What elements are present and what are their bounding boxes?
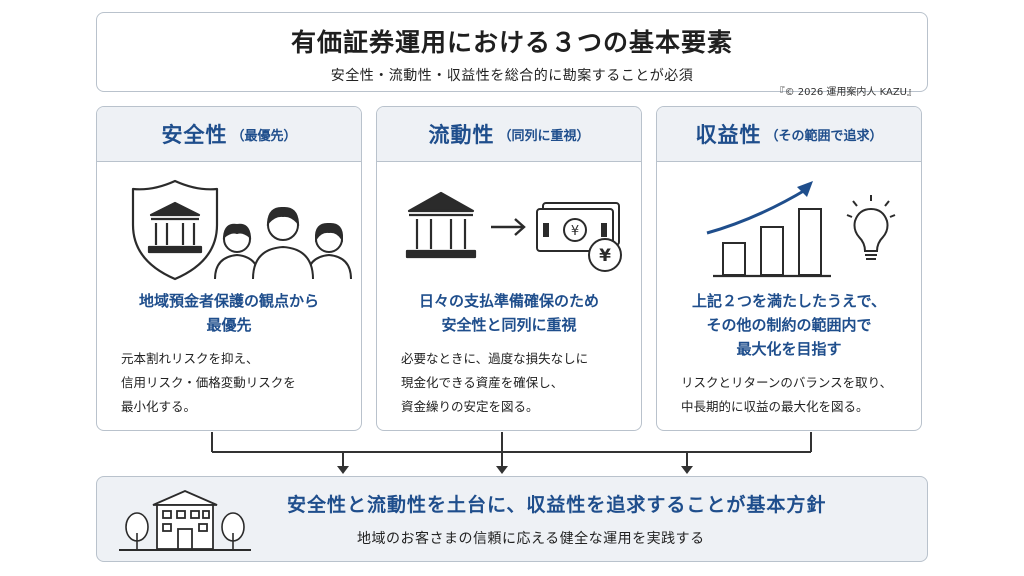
card-liquidity-body-line: 資金繰りの安定を図る。 xyxy=(401,399,539,414)
card-safety-body-line: 元本割れリスクを抑え、 xyxy=(121,351,259,366)
banknote-yen-mark: ¥ xyxy=(571,224,579,239)
card-safety-body-line: 信用リスク・価格変動リスクを xyxy=(121,375,296,390)
banknote-icon: ¥ xyxy=(536,202,620,252)
arrow-down-icon xyxy=(496,466,508,474)
card-liquidity-headline: 日々の支払準備確保のため 安全性と同列に重視 xyxy=(377,289,641,337)
card-safety-headline: 地域預金者保護の観点から 最優先 xyxy=(97,289,361,337)
footer-illustration xyxy=(119,490,251,551)
card-profitability-headline: 上記２つを満たしたうえで、 その他の制約の範囲内で 最大化を目指す xyxy=(657,289,921,361)
card-liquidity-title: 流動性 xyxy=(428,123,495,147)
header-box: 有価証券運用における３つの基本要素 安全性・流動性・収益性を総合的に勘案すること… xyxy=(96,12,928,98)
card-liquidity-headline-line: 安全性と同列に重視 xyxy=(441,316,577,334)
card-liquidity-body-line: 現金化できる資産を確保し、 xyxy=(401,375,564,390)
card-profitability-headline-line: 上記２つを満たしたうえで、 xyxy=(692,292,886,310)
card-profitability-headline-line: その他の制約の範囲内で xyxy=(706,316,872,334)
card-liquidity: 流動性 （同列に重視） ¥ ¥ 日々の支払準備 xyxy=(376,106,642,431)
building-icon xyxy=(152,490,218,550)
card-safety-tag: （最優先） xyxy=(231,128,297,144)
bar-chart-up-icon xyxy=(706,181,831,278)
card-safety-header: 安全性 （最優先） xyxy=(97,107,361,162)
card-profitability-header: 収益性 （その範囲で追求） xyxy=(657,107,921,162)
footer-sub-text: 地域のお客さまの信頼に応える健全な運用を実践する xyxy=(357,531,705,547)
arrow-down-icon xyxy=(681,466,693,474)
card-profitability-body: リスクとリターンのバランスを取り、 中長期的に収益の最大化を図る。 xyxy=(681,371,909,419)
card-profitability-tag: （その範囲で追求） xyxy=(765,128,883,144)
card-liquidity-tag: （同列に重視） xyxy=(498,128,590,144)
footer-box: 安全性と流動性を土台に、収益性を追求することが基本方針 地域のお客さまの信頼に応… xyxy=(96,476,928,562)
card-profitability-title: 収益性 xyxy=(695,123,762,147)
tree-icon xyxy=(125,512,245,549)
card-safety-title: 安全性 xyxy=(161,123,228,147)
lightbulb-icon xyxy=(846,195,896,260)
card-profitability-illustration xyxy=(706,181,896,278)
card-liquidity-illustration: ¥ ¥ xyxy=(405,191,622,272)
yen-coin-icon: ¥ xyxy=(588,238,622,272)
card-safety: 安全性 （最優先） 地域預金者保護の観点から 最優先 xyxy=(96,106,362,431)
card-safety-headline-line: 地域預金者保護の観点から xyxy=(138,292,319,310)
page-title: 有価証券運用における３つの基本要素 xyxy=(290,28,733,57)
card-safety-headline-line: 最優先 xyxy=(206,316,252,334)
card-profitability: 収益性 （その範囲で追求） 上記２つを満たしたうえで、 その他の制約の範囲内で … xyxy=(656,106,922,431)
card-liquidity-headline-line: 日々の支払準備確保のため xyxy=(418,292,599,310)
card-safety-body: 元本割れリスクを抑え、 信用リスク・価格変動リスクを 最小化する。 xyxy=(121,347,349,419)
card-liquidity-body-line: 必要なときに、過度な損失なしに xyxy=(401,351,589,366)
card-profitability-body-line: リスクとリターンのバランスを取り、 xyxy=(681,375,893,390)
arrow-down-icon xyxy=(337,466,349,474)
card-profitability-body-line: 中長期的に収益の最大化を図る。 xyxy=(681,399,869,414)
card-safety-body-line: 最小化する。 xyxy=(121,399,197,414)
card-profitability-headline-line: 最大化を目指す xyxy=(736,340,842,358)
bank-icon xyxy=(405,191,477,259)
page-subtitle: 安全性・流動性・収益性を総合的に勘案することが必須 xyxy=(330,68,694,84)
footer-main-text: 安全性と流動性を土台に、収益性を追求することが基本方針 xyxy=(287,494,827,516)
card-liquidity-body: 必要なときに、過度な損失なしに 現金化できる資産を確保し、 資金繰りの安定を図る… xyxy=(401,347,629,419)
card-safety-illustration xyxy=(131,179,352,281)
credit-text: 『© 2026 運用案内人 KAZU』 xyxy=(774,87,917,98)
card-liquidity-header: 流動性 （同列に重視） xyxy=(377,107,641,162)
family-icon xyxy=(214,206,352,280)
arrow-right-icon xyxy=(491,218,526,236)
coin-yen-mark: ¥ xyxy=(599,246,611,266)
shield-bank-icon xyxy=(131,179,219,281)
